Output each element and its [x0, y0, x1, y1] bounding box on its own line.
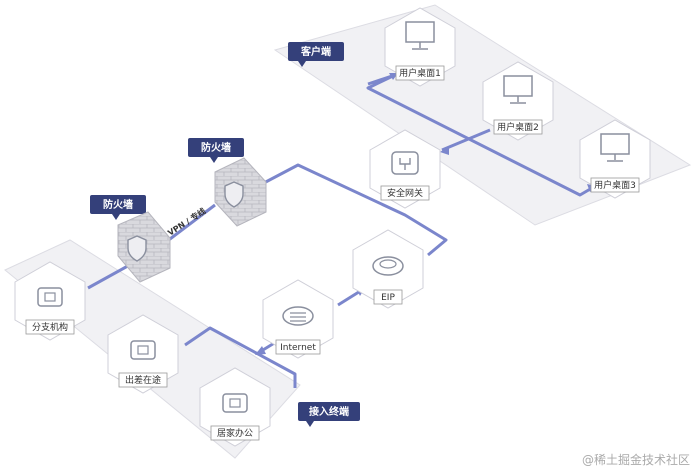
clients-tag: 客户端: [288, 42, 344, 67]
link-internet-eip: [337, 288, 363, 307]
node-desktop1: 用户桌面1: [384, 7, 456, 87]
link-vpn-firewalls: [161, 203, 216, 247]
watermark: @稀土掘金技术社区: [582, 452, 690, 467]
firewall-1-label: 防火墙: [103, 198, 133, 211]
link-access-internet: [184, 326, 297, 388]
branch-icon: [37, 287, 63, 307]
access-tag: 接入终端: [298, 402, 360, 427]
arrow-gateway: [440, 146, 449, 155]
desktop1-label: 用户桌面1: [399, 67, 441, 79]
eip-icon: [372, 256, 404, 276]
node-internet: Internet: [262, 279, 334, 359]
node-gateway: 安全网关: [369, 129, 441, 209]
desktop3-label: 用户桌面3: [594, 179, 636, 191]
node-travel: 出差在途: [107, 314, 179, 394]
gateway-icon: [391, 151, 419, 175]
home-label: 居家办公: [217, 427, 253, 439]
node-home: 居家办公: [199, 367, 271, 447]
firewall-2: 防火墙: [188, 138, 267, 227]
node-desktop2: 用户桌面2: [482, 61, 554, 141]
internet-label: Internet: [280, 343, 316, 353]
node-branch: 分支机构: [14, 261, 86, 341]
arrow-internet: [255, 346, 266, 355]
monitor-icon: [405, 21, 435, 43]
internet-icon: [282, 306, 314, 326]
eip-label: EIP: [381, 293, 395, 303]
travel-icon: [130, 340, 156, 360]
access-tag-text: 接入终端: [309, 405, 349, 418]
monitor-icon: [503, 75, 533, 97]
shield-icon: [224, 181, 244, 208]
firewall-1: 防火墙: [90, 195, 171, 283]
link-firewall2-gateway: [259, 163, 448, 257]
home-office-icon: [222, 393, 248, 413]
gateway-label: 安全网关: [387, 187, 423, 199]
link-desktop-bus: [366, 73, 593, 197]
desktop2-label: 用户桌面2: [497, 121, 539, 133]
link-gateway-desktops: [441, 128, 491, 152]
node-eip: EIP: [352, 229, 424, 309]
travel-label: 出差在途: [125, 374, 161, 386]
clients-tag-text: 客户端: [300, 45, 331, 58]
vpn-edge-label: VPN / 专线: [166, 206, 208, 238]
shield-icon: [127, 235, 147, 262]
node-desktop3: 用户桌面3: [579, 119, 651, 199]
branch-label: 分支机构: [32, 321, 68, 333]
monitor-icon: [600, 133, 630, 155]
firewall-2-label: 防火墙: [201, 141, 231, 154]
